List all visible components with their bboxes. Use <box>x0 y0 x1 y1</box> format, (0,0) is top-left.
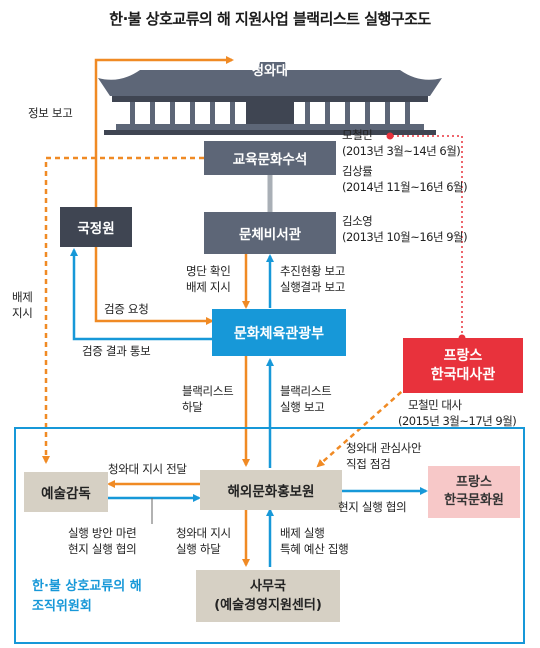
person-mo-name: 모철민 <box>342 128 373 142</box>
person-kim-period: (2014년 11월~16년 6월) <box>342 180 468 194</box>
label-budget-line1: 배제 실행 <box>280 526 325 540</box>
label-budget-line2: 특혜 예산 집행 <box>280 542 349 556</box>
person-kimso-name: 김소영 <box>342 214 373 228</box>
kocis-label: 해외문화홍보원 <box>227 484 315 500</box>
label-bh-down-line2: 실행 하달 <box>176 542 221 556</box>
committee-caption-line2: 조직위원회 <box>32 599 92 614</box>
label-verify-result: 검증 결과 통보 <box>82 344 151 358</box>
label-interest-line1: 청와대 관심사안 <box>346 441 422 455</box>
label-plan-line1: 실행 방안 마련 <box>68 526 137 540</box>
committee-frame <box>14 427 525 644</box>
person-kimso-period: (2013년 10월~16년 9월) <box>342 230 468 244</box>
office-box: 사무국 (예술경영지원센터) <box>196 570 340 622</box>
korean-center-label-line1: 프랑스 <box>456 475 492 490</box>
label-blacklist-down-line1: 블랙리스트 <box>182 384 234 398</box>
nis-box: 국정원 <box>60 207 132 247</box>
culture-secretary-label: 문체비서관 <box>238 227 302 243</box>
person-mo-period: (2013년 3월~14년 6월) <box>342 144 461 158</box>
ministry-label: 문화체육관광부 <box>233 325 325 342</box>
embassy-box: 프랑스 한국대사관 <box>403 338 523 393</box>
label-list-confirm-line1: 명단 확인 <box>186 264 231 278</box>
label-bh-down-line1: 청와대 지시 <box>176 526 231 540</box>
kocis-box: 해외문화홍보원 <box>200 470 342 510</box>
label-blacklist-up-line1: 블랙리스트 <box>280 384 332 398</box>
label-intel-report: 정보 보고 <box>28 106 73 120</box>
ministry-box: 문화체육관광부 <box>212 309 346 356</box>
korean-center-label-line2: 한국문화원 <box>444 493 504 508</box>
label-plan-line2: 현지 실행 협의 <box>68 542 137 556</box>
office-label-line1: 사무국 <box>250 579 286 594</box>
label-verify-request: 검증 요청 <box>104 302 149 316</box>
label-blacklist-up-line2: 실행 보고 <box>280 400 325 414</box>
label-bh-order: 청와대 지시 전달 <box>108 462 187 476</box>
label-local-consult: 현지 실행 협의 <box>338 500 407 514</box>
korean-center-box: 프랑스 한국문화원 <box>428 466 520 518</box>
bluehouse-label: 청와대 <box>252 64 288 79</box>
person-kim-name: 김상률 <box>342 164 373 178</box>
label-exclude-line1: 배제 <box>12 290 33 304</box>
bluehouse-building-icon <box>98 62 442 135</box>
edu-secretary-box: 교육문화수석 <box>204 141 336 175</box>
ambassador-period: (2015년 3월~17년 9월) <box>398 414 517 428</box>
culture-secretary-box: 문체비서관 <box>204 212 336 254</box>
label-progress-line1: 추진현황 보고 <box>280 264 346 278</box>
ambassador-name: 모철민 대사 <box>408 398 462 412</box>
committee-caption-line1: 한·불 상호교류의 해 <box>32 579 142 594</box>
embassy-label-line1: 프랑스 <box>443 347 483 364</box>
label-list-confirm-line2: 배제 지시 <box>186 280 231 294</box>
nis-label: 국정원 <box>77 221 115 237</box>
edu-secretary-label: 교육문화수석 <box>232 152 308 168</box>
embassy-label-line2: 한국대사관 <box>430 366 496 383</box>
arts-director-label: 예술감독 <box>41 486 91 502</box>
arts-director-box: 예술감독 <box>24 472 108 512</box>
label-interest-line2: 직접 점검 <box>346 457 391 471</box>
office-label-line2: (예술경영지원센터) <box>214 598 322 613</box>
diagram-title: 한·불 상호교류의 해 지원사업 블랙리스트 실행구조도 <box>109 10 431 28</box>
label-exclude-line2: 지시 <box>12 306 33 320</box>
label-progress-line2: 실행결과 보고 <box>280 280 346 294</box>
label-blacklist-down-line2: 하달 <box>182 400 203 414</box>
